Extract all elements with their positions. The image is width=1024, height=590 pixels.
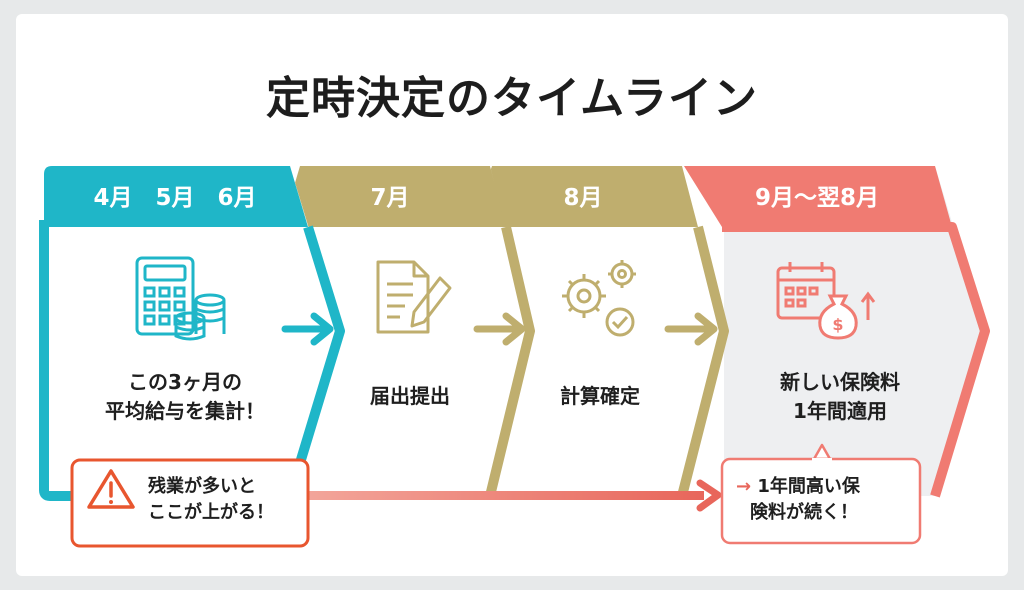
warning-callout-box [70, 458, 310, 548]
step-3-text: 計算確定 [510, 382, 690, 411]
result-line-2: 険料が続く！ [750, 502, 858, 523]
step-1-month: 4月 5月 6月 [93, 185, 257, 211]
result-arrow: → [736, 476, 752, 497]
page-title: 定時決定のタイムライン [266, 73, 758, 124]
gears-check-icon [562, 260, 636, 337]
warning-icon [87, 469, 135, 509]
flow-arrow-1 [281, 312, 334, 346]
calculator-coins-icon [135, 256, 226, 341]
document-pen-icon [376, 260, 452, 334]
step-1-text-line-1: この3ヶ月の [128, 370, 242, 394]
result-line-1: → 1年間高い保 [736, 476, 860, 497]
step-1-text: この3ヶ月の 平均給与を集計！ [60, 368, 310, 426]
flow-arrow-2 [473, 312, 526, 346]
result-callout-text: → 1年間高い保 険料が続く！ [736, 474, 916, 526]
step-4-month: 9月〜翌8月 [754, 185, 879, 211]
calendar-moneybag-icon: $ [776, 262, 876, 340]
result-callout-box [720, 443, 922, 545]
step-2-month: 7月 [370, 185, 410, 211]
svg-text:$: $ [832, 315, 843, 334]
step-3-month: 8月 [563, 185, 603, 211]
warning-line-1: 残業が多いと [148, 476, 256, 497]
warning-callout-text: 残業が多いと ここが上がる！ [148, 474, 304, 526]
step-4-text: 新しい保険料 1年間適用 [730, 368, 950, 426]
step-2-text-line-1: 届出提出 [370, 384, 450, 408]
step-3-text-line-1: 計算確定 [560, 384, 640, 408]
flow-arrow-3 [664, 312, 718, 346]
step-4-text-line-1: 新しい保険料 [780, 370, 900, 394]
step-4-text-line-2: 1年間適用 [793, 399, 887, 423]
step-2-text: 届出提出 [320, 382, 500, 411]
step-1-text-line-2: 平均給与を集計！ [105, 399, 265, 423]
cause-effect-arrow [296, 479, 722, 512]
warning-line-2: ここが上がる！ [148, 502, 274, 523]
